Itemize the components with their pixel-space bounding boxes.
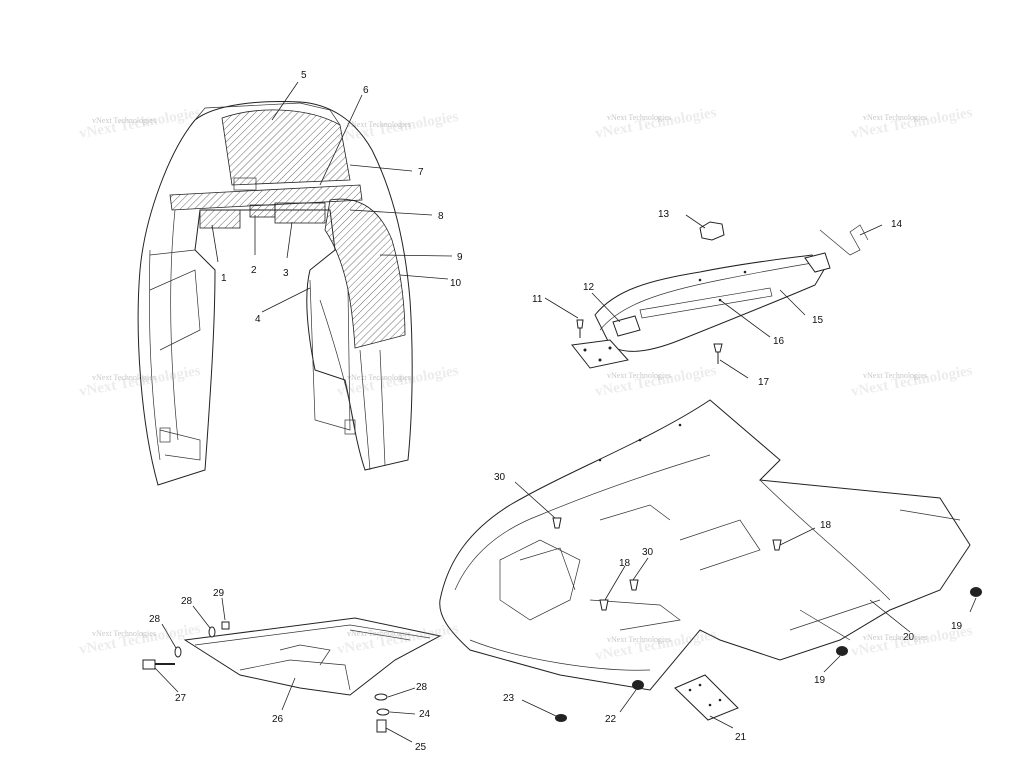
watermark: vNext Technologies	[863, 371, 927, 380]
callout-6: 6	[363, 85, 369, 96]
watermark: vNext Technologies	[347, 629, 411, 638]
callout-26: 26	[272, 714, 284, 725]
callout-27: 27	[175, 693, 187, 704]
callout-20: 20	[903, 632, 915, 643]
callout-5: 5	[301, 70, 307, 81]
callout-labels: 1 2 3 4 5 6 7 8 9 10 11 12 13 14 15 16 1…	[149, 70, 963, 753]
callout-4: 4	[255, 314, 261, 325]
callout-18-b: 18	[619, 558, 631, 569]
callout-17: 17	[758, 377, 770, 388]
callout-1: 1	[221, 273, 227, 284]
callout-3: 3	[283, 268, 289, 279]
watermark-faint: vNext Technologies	[850, 623, 974, 660]
callout-9: 9	[457, 252, 463, 263]
watermark-faint: vNext Technologies	[336, 109, 460, 146]
callout-13: 13	[658, 209, 670, 220]
callout-24: 24	[419, 709, 431, 720]
watermark-faint: vNext Technologies	[850, 105, 974, 142]
skid-plate-assembly	[142, 617, 442, 733]
callout-2: 2	[251, 265, 257, 276]
callout-23: 23	[503, 693, 515, 704]
watermark: vNext Technologies	[347, 373, 411, 382]
leader-lines	[154, 81, 977, 743]
watermark: vNext Technologies	[863, 113, 927, 122]
mount-bracket-assembly	[571, 221, 869, 369]
callout-30-b: 30	[642, 547, 654, 558]
callout-15: 15	[812, 315, 824, 326]
watermark: vNext Technologies	[607, 371, 671, 380]
callout-18-a: 18	[820, 520, 832, 531]
callout-8: 8	[438, 211, 444, 222]
callout-7: 7	[418, 167, 424, 178]
watermark: vNext Technologies	[92, 629, 156, 638]
watermark-faint: vNext Technologies	[594, 363, 718, 400]
callout-29: 29	[213, 588, 225, 599]
callout-21: 21	[735, 732, 747, 743]
callout-16: 16	[773, 336, 785, 347]
callout-22: 22	[605, 714, 617, 725]
callout-12: 12	[583, 282, 595, 293]
callout-11: 11	[532, 294, 543, 305]
callout-25: 25	[415, 742, 427, 753]
callout-30-a: 30	[494, 472, 506, 483]
hood-assembly	[137, 101, 413, 486]
callout-19-a: 19	[951, 621, 963, 632]
watermark-faint: vNext Technologies	[78, 621, 202, 658]
watermark-faint: vNext Technologies	[850, 363, 974, 400]
callout-28-b: 28	[181, 596, 193, 607]
watermark: vNext Technologies	[92, 116, 156, 125]
belly-pan-assembly	[439, 399, 982, 722]
callout-10: 10	[450, 278, 462, 289]
callout-28-c: 28	[416, 682, 428, 693]
callout-19-b: 19	[814, 675, 826, 686]
watermark: vNext Technologies	[347, 120, 411, 129]
watermark: vNext Technologies	[92, 373, 156, 382]
watermark: vNext Technologies	[607, 635, 671, 644]
watermark: vNext Technologies	[607, 113, 671, 122]
callout-14: 14	[891, 219, 903, 230]
watermark: vNext Technologies	[863, 633, 927, 642]
callout-28-a: 28	[149, 614, 161, 625]
watermark-faint: vNext Technologies	[594, 105, 718, 142]
